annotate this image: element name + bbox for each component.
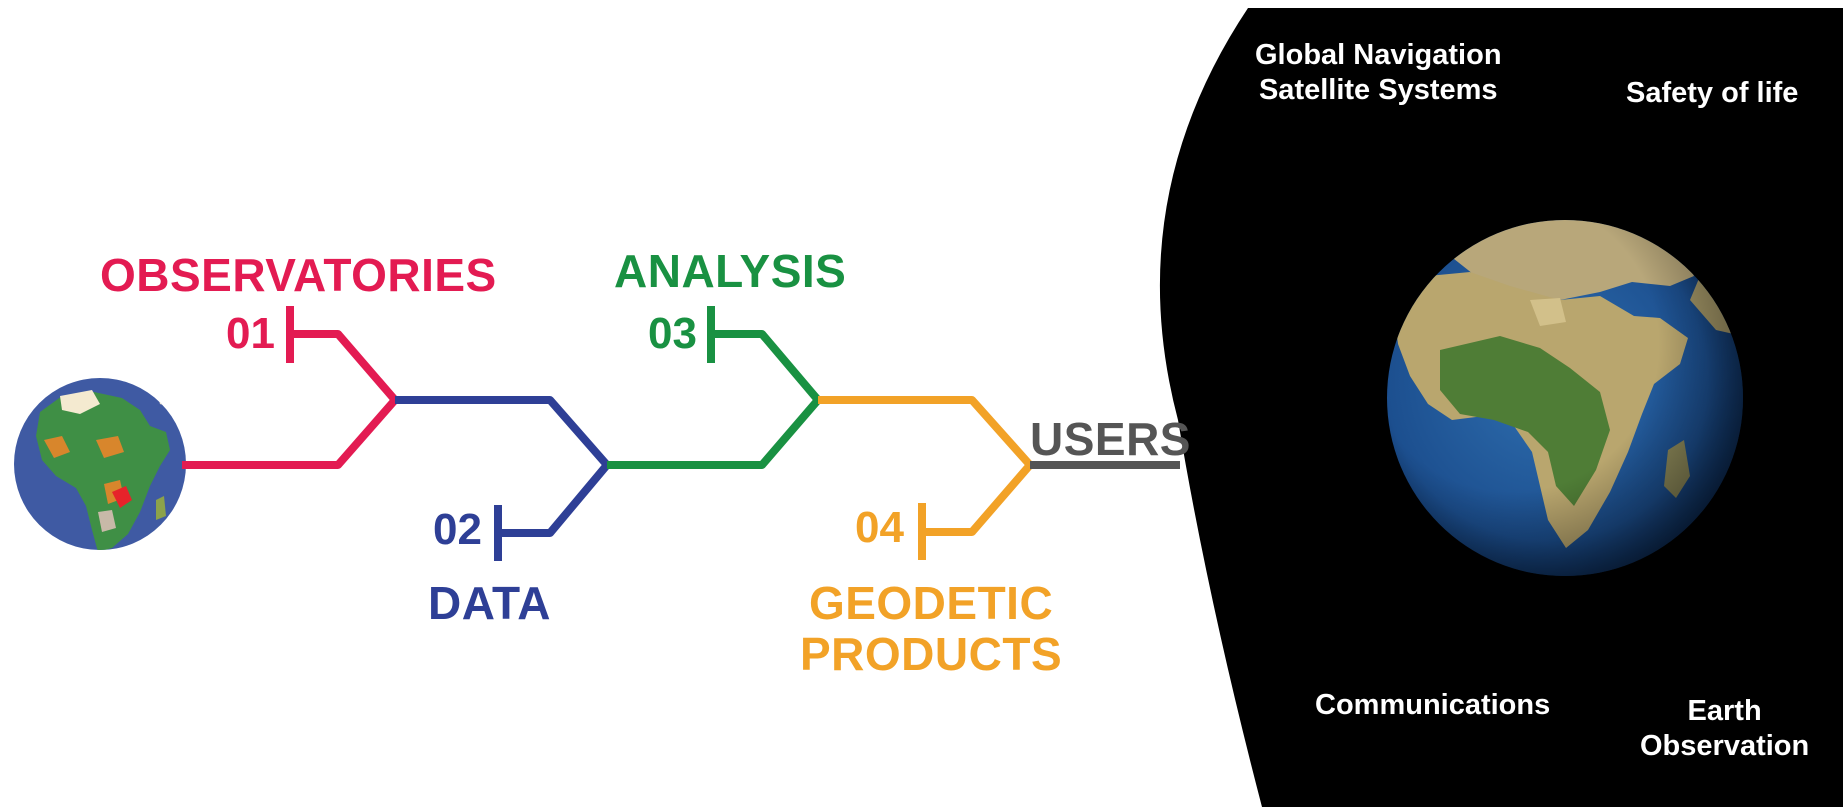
communications-label: Communications: [1315, 689, 1551, 721]
step-02-number: 02: [433, 505, 482, 554]
step-04-label: GEODETIC PRODUCTS: [800, 577, 1063, 680]
data-connector: [395, 396, 611, 468]
safety-of-life-label: Safety of life: [1626, 77, 1799, 109]
observatories-connector: [182, 397, 399, 469]
step-03-number: 03: [648, 309, 697, 358]
analysis-connector: [607, 397, 822, 469]
step-03-label: ANALYSIS: [614, 245, 847, 297]
africa-map-globe-icon: [14, 378, 186, 550]
step-02-label: DATA: [428, 577, 551, 629]
products-connector: [818, 396, 1033, 468]
step-04-number: 04: [855, 503, 904, 552]
step-01-label: OBSERVATORIES: [100, 249, 497, 301]
products-branch: [922, 462, 1034, 536]
connector-lines: [182, 306, 1180, 561]
data-branch: [498, 462, 611, 537]
analysis-branch: [711, 330, 822, 403]
observatories-branch: [290, 330, 399, 403]
earth-observation-label: Earth Observation: [1640, 695, 1810, 762]
users-label: USERS: [1030, 413, 1191, 465]
earth-globe-icon: [1387, 220, 1743, 576]
gnss-label: Global Navigation Satellite Systems: [1255, 39, 1502, 106]
step-01-number: 01: [226, 309, 275, 358]
